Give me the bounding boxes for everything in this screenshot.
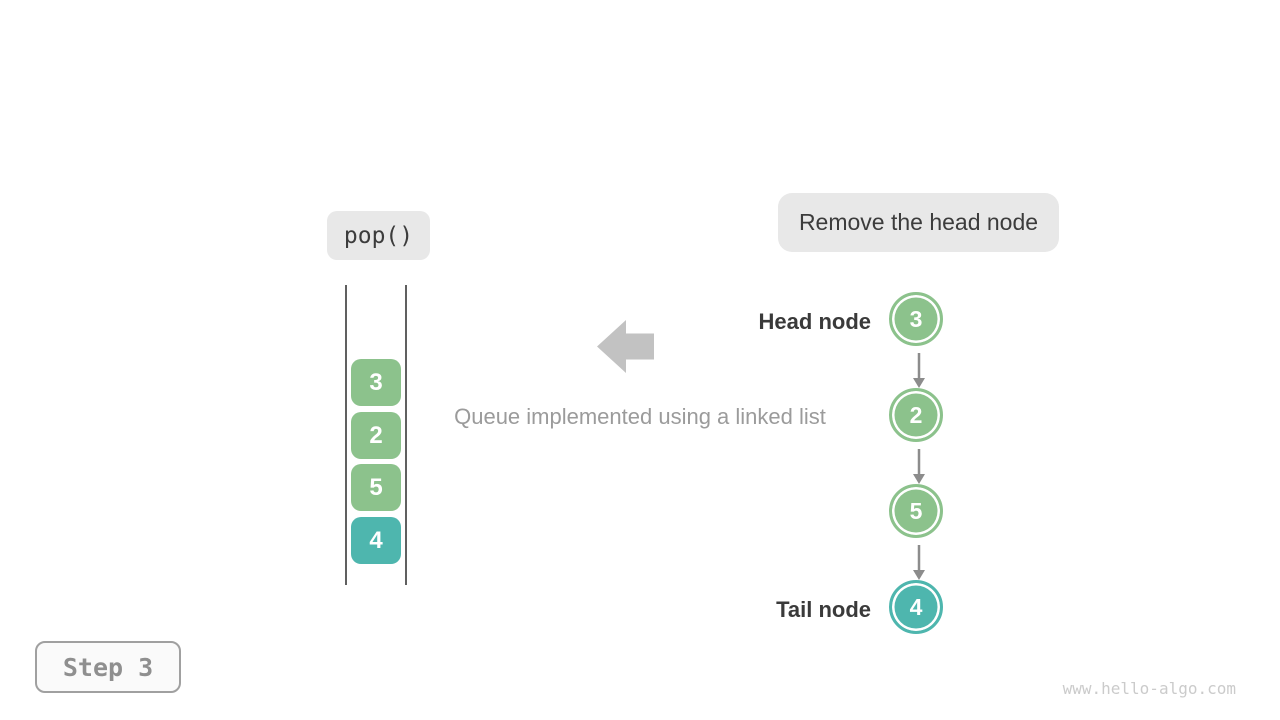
remove-head-callout-text: Remove the head node (798, 209, 1039, 235)
queue-array-item-5: 5 (351, 464, 401, 511)
step-badge-text: Step 3 (62, 652, 154, 682)
head-node-label: Head node (758, 309, 871, 334)
list-node-5: 5 (889, 484, 943, 538)
node-value: 2 (909, 401, 923, 428)
down-arrow-icon (913, 353, 925, 388)
pop-operation-label: pop() (327, 211, 430, 260)
list-node-4: 4 (889, 580, 943, 634)
diagram-caption: Queue implemented using a linked list (454, 404, 826, 429)
queue-array-item-3: 3 (351, 359, 401, 406)
node-value: 3 (909, 305, 923, 332)
left-arrow-icon (597, 320, 654, 373)
down-arrow-icon (913, 449, 925, 484)
remove-head-callout: Remove the head node (778, 193, 1059, 252)
list-node-3: 3 (889, 292, 943, 346)
tail-node-label: Tail node (776, 597, 871, 622)
list-node-2: 2 (889, 388, 943, 442)
queue-array-item-4: 4 (351, 517, 401, 564)
node-value: 5 (909, 497, 923, 524)
step-badge: Step 3 (35, 641, 181, 693)
node-value: 4 (909, 593, 923, 620)
queue-array-item-value: 5 (369, 473, 383, 501)
queue-array-item-value: 2 (369, 421, 383, 449)
down-arrow-icon (913, 545, 925, 580)
watermark: www.hello-algo.com (1062, 679, 1236, 698)
queue-array-item-2: 2 (351, 412, 401, 459)
queue-array-item-value: 4 (369, 526, 383, 554)
queue-array-frame: 3 2 5 4 (345, 285, 407, 585)
pop-operation-text: pop() (343, 222, 414, 249)
queue-array-item-value: 3 (369, 368, 383, 396)
